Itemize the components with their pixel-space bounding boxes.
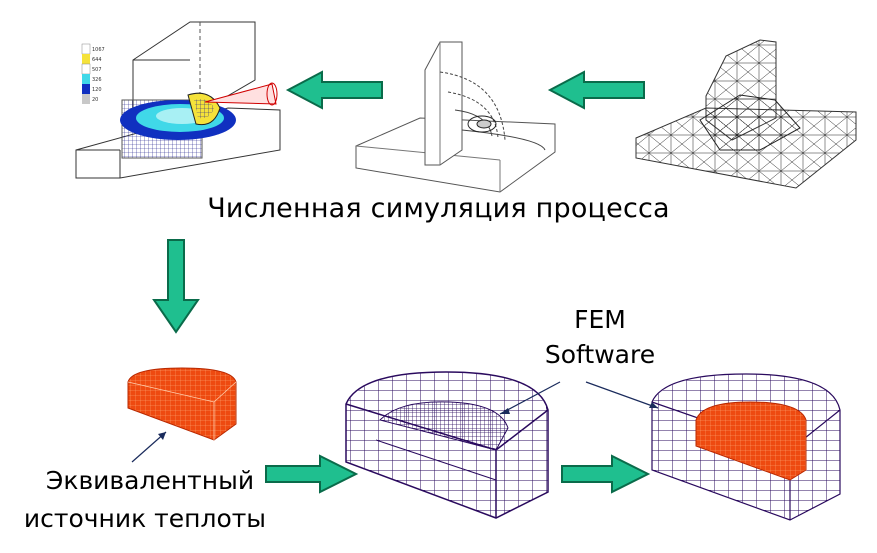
pointer-fem-to-mesh-head	[500, 408, 510, 414]
legend-value: 120	[92, 87, 102, 93]
arrow-down	[152, 239, 200, 334]
fem-label-line2: Software	[544, 340, 656, 369]
triangular-mesh-image	[635, 39, 857, 189]
contour-model-image	[355, 41, 556, 193]
pointer-heat-source	[131, 431, 167, 463]
pointer-fem-to-mesh	[499, 381, 561, 415]
arrow-left-2	[547, 70, 645, 110]
temperature-legend: 1067 644 507 326 120 20	[81, 43, 105, 104]
thermal-simulation-image: 1067 644 507 326 120 20	[75, 21, 281, 179]
legend-value: 644	[92, 57, 102, 63]
combined-fem-model	[651, 373, 841, 521]
pointer-fem-to-combined	[585, 381, 659, 409]
arrow-right-1	[265, 454, 359, 494]
legend-value: 1067	[92, 47, 105, 53]
arrow-left-1	[285, 70, 383, 110]
legend-value: 20	[92, 97, 98, 103]
fem-label-line1: FEM	[574, 305, 626, 334]
fem-mesh-model	[345, 371, 549, 519]
heat-source-label-line2: источник теплоты	[23, 504, 267, 533]
process-simulation-caption: Численная симуляция процесса	[207, 193, 670, 224]
arrow-right-2	[561, 454, 651, 494]
heat-source-label-line1: Эквивалентный	[45, 466, 255, 495]
pointer-heat-source-head	[158, 432, 166, 440]
heat-source-model	[127, 367, 237, 441]
legend-value: 326	[92, 77, 102, 83]
pointer-fem-to-combined-head	[649, 402, 658, 408]
legend-value: 507	[92, 67, 102, 73]
